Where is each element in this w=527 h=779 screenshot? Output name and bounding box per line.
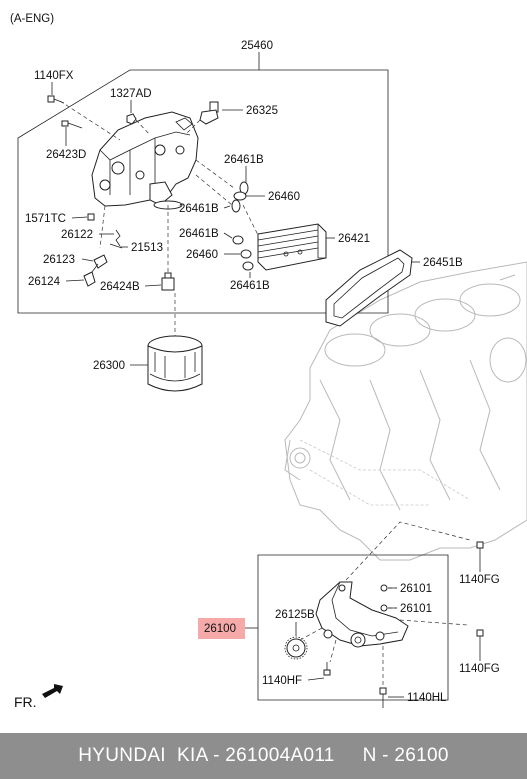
bolt-26423D-drawing	[61, 120, 83, 129]
oil-filter-26300-drawing	[147, 335, 203, 392]
gasket-26451B-drawing	[325, 249, 413, 327]
nut-1327AD-drawing	[126, 113, 137, 125]
part-label-1140FG-upper: 1140FG	[459, 574, 500, 586]
part-label-26300: 26300	[93, 360, 125, 372]
part-label-26125B: 26125B	[275, 609, 315, 621]
part-label-1571TC: 1571TC	[25, 213, 66, 225]
valve-26123-drawing	[93, 254, 108, 269]
oil-cooler-26421-drawing	[257, 223, 327, 271]
part-label-21513: 21513	[131, 242, 163, 254]
part-label-25460: 25460	[241, 40, 273, 52]
upper-guide-lines	[59, 100, 259, 336]
part-label-26461B-mid: 26461B	[179, 203, 219, 215]
o-rings-upper-drawing	[231, 181, 249, 213]
part-label-26122: 26122	[61, 229, 93, 241]
engine-variant-label: (A-ENG)	[10, 13, 54, 25]
oil-pump-26100-drawing	[315, 581, 409, 648]
front-direction-arrow-icon	[42, 684, 63, 698]
part-label-26421: 26421	[338, 233, 370, 245]
bolt-1140HL-drawing	[379, 687, 387, 708]
oil-pump-assembly-box	[245, 554, 449, 701]
part-label-26101-upper: 26101	[400, 583, 432, 595]
part-label-1140FG-lower: 1140FG	[459, 663, 500, 675]
spring-26122-drawing	[115, 229, 121, 247]
part-label-1327AD: 1327AD	[110, 88, 152, 100]
o-rings-lower-drawing	[232, 235, 254, 271]
part-label-1140HF: 1140HF	[262, 675, 302, 687]
gear-26125B-drawing	[284, 636, 308, 660]
part-label-1140HL: 1140HL	[407, 692, 447, 704]
part-label-26451B: 26451B	[423, 257, 463, 269]
part-label-26424B: 26424B	[100, 281, 140, 293]
engine-block-drawing	[284, 261, 527, 561]
part-label-26461B-cooler: 26461B	[179, 228, 219, 240]
bolt-1140FG-lower-drawing	[476, 629, 484, 655]
part-label-26124: 26124	[28, 276, 61, 288]
part-label-26423D: 26423D	[46, 149, 86, 161]
parts-diagram: (A-ENG) 25460	[10, 13, 527, 710]
plug-26124-drawing	[83, 263, 99, 287]
part-label-26461B-lower: 26461B	[230, 280, 270, 292]
part-label-26101-lower: 26101	[400, 603, 432, 615]
front-direction-label: FR.	[14, 694, 37, 710]
part-label-26100: 26100	[204, 623, 236, 635]
part-label-26460-lower: 26460	[186, 249, 218, 261]
bolt-1140FG-upper-drawing	[476, 541, 484, 566]
part-label-26325: 26325	[246, 105, 278, 117]
oil-pressure-switch-26325-drawing	[199, 101, 219, 125]
oil-filter-housing-drawing	[91, 111, 199, 210]
part-label-26123: 26123	[43, 254, 75, 266]
part-label-26461B-upper: 26461B	[224, 154, 264, 166]
plug-1571TC-drawing	[87, 213, 95, 221]
fitting-26424B-drawing	[161, 272, 175, 291]
part-label-26460-upper: 26460	[268, 191, 300, 203]
oil-filter-housing-assembly-box	[17, 52, 389, 314]
dowels-26101-drawing	[380, 584, 388, 612]
highlighted-part-marker	[198, 618, 245, 639]
part-label-1140FX: 1140FX	[34, 70, 74, 82]
bolt-1140HF-drawing	[323, 662, 331, 676]
leader-lines	[51, 82, 481, 698]
part-number-footer: HYUNDAI KIA - 261004A011 N - 26100	[0, 733, 527, 779]
